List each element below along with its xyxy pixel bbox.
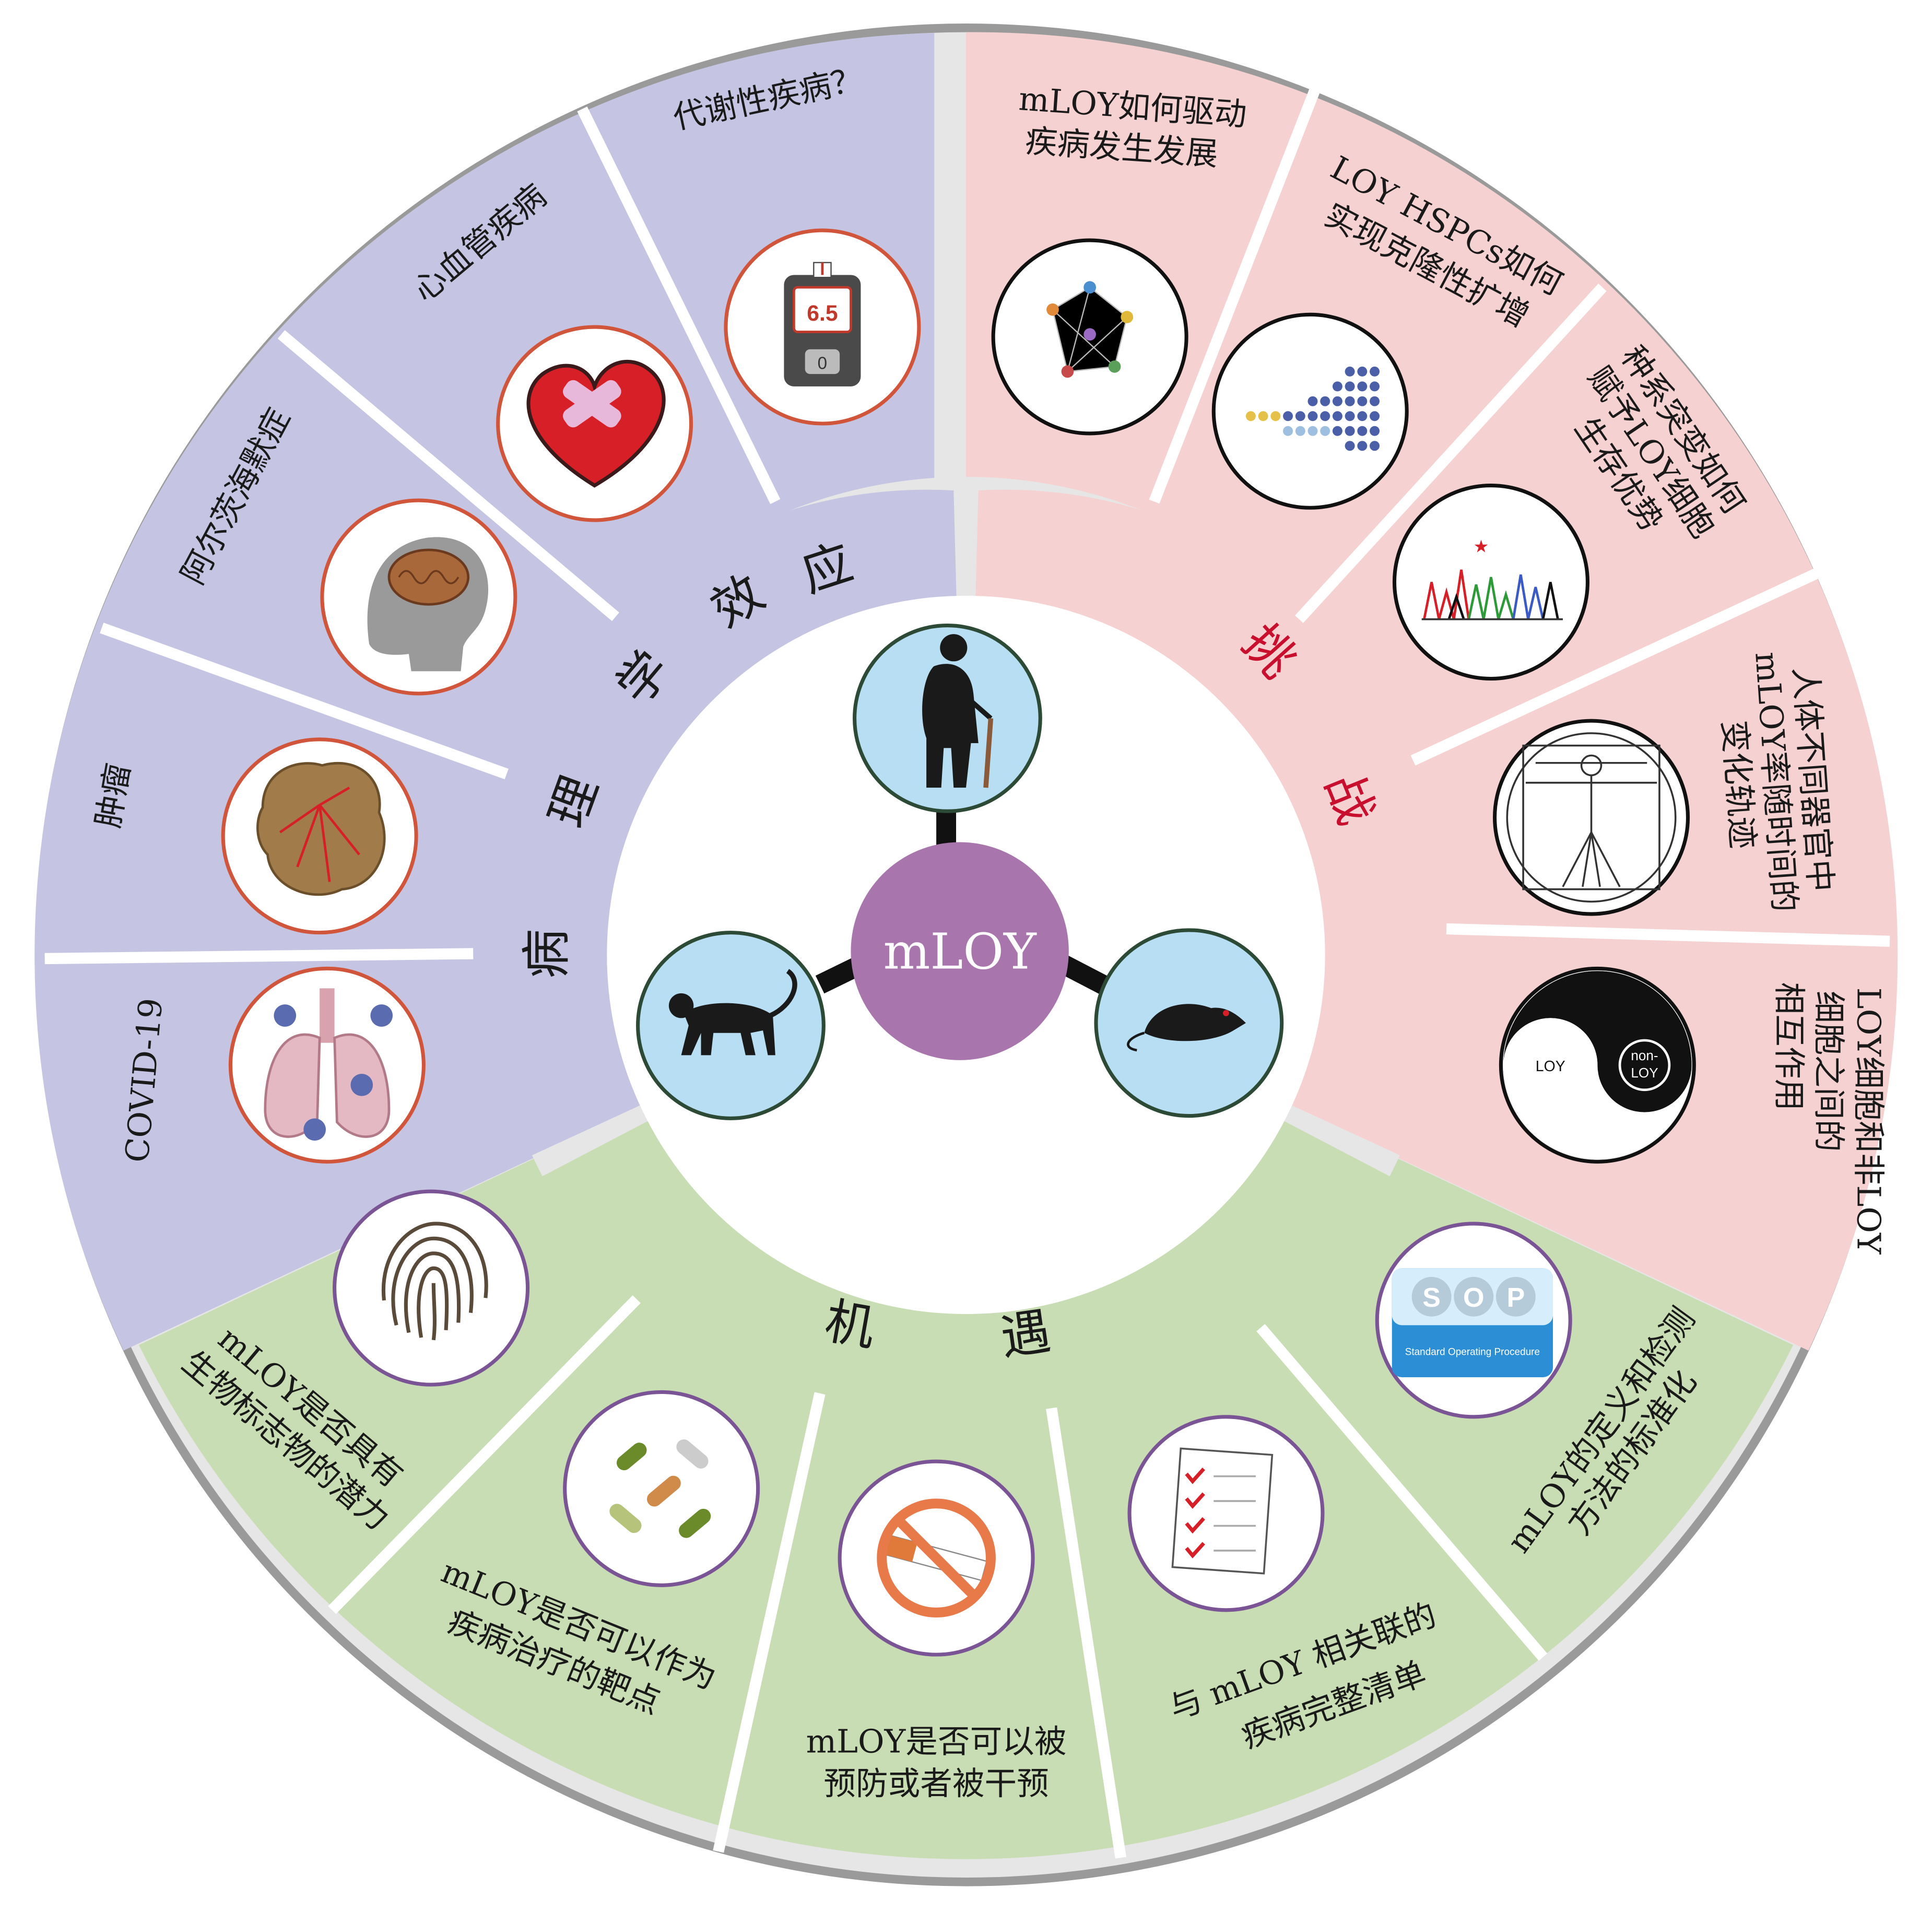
loy-label: LOY bbox=[1536, 1058, 1565, 1075]
challenge-item-label: 相互作用 bbox=[1771, 982, 1808, 1111]
opportunity-item-prevention: mLOY是否可以被 预防或者被干预 bbox=[806, 1459, 1067, 1802]
center-hub: mLOY bbox=[851, 842, 1069, 1060]
challenge-item-label: 细胞之间的 bbox=[1810, 991, 1847, 1152]
yin-yang-icon: LOY non- LOY bbox=[1499, 966, 1696, 1164]
opportunities-title-char: 机 bbox=[821, 1292, 880, 1357]
center-label: mLOY bbox=[883, 923, 1037, 980]
glucose-meter-icon: 6.5 0 bbox=[724, 228, 921, 426]
challenge-item-interaction: LOY细胞和非LOY 细胞之间的 相互作用 LOY non- LOY bbox=[1499, 966, 1887, 1255]
opportunities-title-char: 遇 bbox=[997, 1303, 1054, 1366]
opportunities-title: 机 遇 bbox=[821, 1292, 1054, 1366]
monkey-icon bbox=[668, 969, 797, 1056]
opportunity-item-label: 预防或者被干预 bbox=[823, 1765, 1049, 1802]
svg-text:★: ★ bbox=[1474, 536, 1489, 557]
glucose-reading: 6.5 bbox=[807, 301, 838, 326]
no-smoking-icon bbox=[838, 1459, 1035, 1657]
non-loy-label: non- bbox=[1631, 1048, 1658, 1063]
svg-text:0: 0 bbox=[818, 354, 827, 373]
sop-letter: P bbox=[1506, 1283, 1525, 1313]
network-icon bbox=[991, 238, 1188, 436]
sequencing-trace-icon: ★ bbox=[1392, 484, 1589, 681]
elderly-person-icon bbox=[922, 634, 994, 788]
challenge-item-label: 变化轨迹 bbox=[1715, 719, 1762, 850]
sop-caption: Standard Operating Procedure bbox=[1405, 1346, 1540, 1357]
capsules-icon bbox=[563, 1390, 760, 1587]
mouse-icon bbox=[1127, 1004, 1246, 1052]
sop-letter: S bbox=[1422, 1283, 1441, 1313]
sector-dividers bbox=[44, 87, 1890, 1859]
challenge-item-germline: 种系突变如何 赋予LOY细胞 生存优势 ★ bbox=[1392, 339, 1753, 681]
monkey-model bbox=[636, 931, 826, 1120]
fingerprint-icon bbox=[333, 1189, 530, 1387]
clonal-expansion-icon bbox=[1211, 312, 1409, 510]
lungs-virus-icon bbox=[228, 966, 426, 1164]
tumor-icon bbox=[221, 737, 418, 935]
pathology-item-covid: COVID-19 bbox=[118, 966, 426, 1164]
sop-icon: S O P Standard Operating Procedure bbox=[1375, 1222, 1572, 1419]
challenge-item-label: LOY细胞和非LOY bbox=[1849, 988, 1887, 1255]
sop-letter: O bbox=[1463, 1283, 1485, 1313]
brain-head-icon bbox=[320, 498, 517, 696]
mouse-model bbox=[1094, 928, 1284, 1118]
vitruvian-man-icon bbox=[1493, 719, 1690, 916]
pathology-title-char: 病 bbox=[518, 929, 575, 979]
bandaged-heart-icon bbox=[496, 325, 693, 522]
opportunity-item-label: mLOY是否可以被 bbox=[806, 1722, 1067, 1760]
non-loy-label: LOY bbox=[1631, 1065, 1658, 1081]
checklist-icon bbox=[1127, 1415, 1325, 1612]
challenge-item-clonal-expansion: LOY HSPCs如何 实现克隆性扩增 bbox=[1211, 149, 1569, 510]
elderly-person-model bbox=[853, 623, 1042, 813]
